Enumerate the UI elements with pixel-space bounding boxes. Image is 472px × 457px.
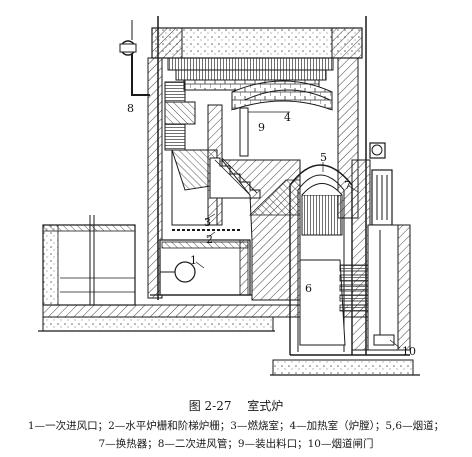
leader-lines: [195, 162, 401, 349]
combustion-chamber: [171, 104, 261, 226]
heating-chamber: [232, 89, 332, 160]
figure-caption: 图 2-27 室式炉: [0, 397, 472, 414]
figure-title: 室式炉: [247, 399, 284, 413]
furnace-section-drawing: 1 2 3 4 5 6 7 8 9 10: [38, 16, 420, 376]
label-5: 5: [320, 151, 327, 164]
label-9: 9: [258, 121, 265, 134]
charging-door: [239, 107, 290, 157]
flue-damper: [290, 224, 411, 356]
label-6: 6: [305, 282, 312, 295]
furnace-shell: [147, 16, 367, 355]
ash-pit: [150, 229, 252, 296]
figure-number: 图 2-27: [188, 399, 232, 413]
label-7: 7: [344, 179, 351, 192]
secondary-air-pipe: [119, 20, 150, 96]
label-3: 3: [204, 216, 211, 229]
hearth-block: [220, 159, 301, 301]
label-8: 8: [127, 102, 134, 115]
label-10: 10: [402, 345, 416, 358]
label-4: 4: [284, 111, 291, 124]
left-pit: [42, 215, 136, 306]
flue-arch: [289, 164, 353, 355]
label-1: 1: [190, 254, 197, 267]
legend-line-2: 7—换热器；8—二次进风管；9—装出料口；10—烟道闸门: [98, 438, 374, 450]
legend-line-1: 1—一次进风口；2—水平炉栅和阶梯炉栅；3—燃烧室；4—加热室（炉膛）；5,6—…: [27, 420, 445, 432]
roof-arch: [164, 57, 334, 151]
label-2: 2: [206, 233, 213, 246]
